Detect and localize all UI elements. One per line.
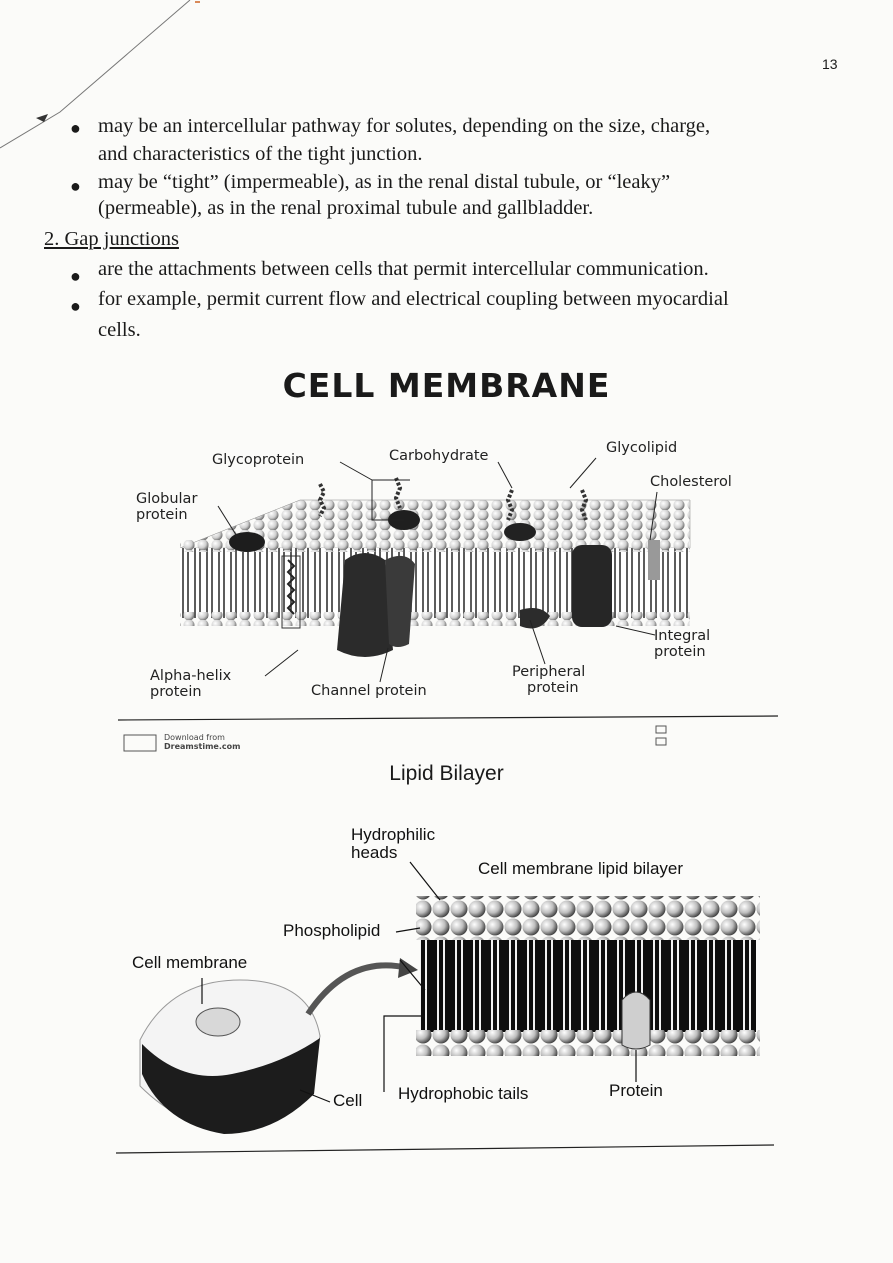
label-cell: Cell [333, 1091, 363, 1110]
watermark-line1: Download from [164, 733, 225, 742]
label-hydrophobic-tails: Hydrophobic tails [398, 1084, 529, 1103]
page-corner-mark [0, 0, 200, 149]
label-globular-line2: protein [136, 507, 188, 523]
figure-title-cell-membrane: CELL MEMBRANE [282, 366, 611, 405]
label-peripheral-line2: protein [527, 680, 579, 696]
figure-title-lipid-bilayer: Lipid Bilayer [389, 762, 504, 785]
label-cholesterol: Cholesterol [650, 474, 732, 490]
label-hydrophilic-line2: heads [351, 843, 398, 862]
bullet-text-continued: and characteristics of the tight junctio… [98, 143, 423, 165]
bullet-dot: ● [70, 118, 81, 138]
bullet-text-continued: cells. [98, 319, 141, 341]
label-phospholipid: Phospholipid [283, 921, 381, 940]
label-glycoprotein: Glycoprotein [212, 452, 305, 468]
label-cell-membrane-lipid-bilayer: Cell membrane lipid bilayer [478, 859, 684, 878]
label-protein: Protein [609, 1081, 663, 1100]
bullet-dot: ● [70, 266, 81, 286]
cell-membrane-illustration [117, 457, 779, 752]
label-hydrophilic-line1: Hydrophilic [351, 825, 436, 844]
label-cell-membrane: Cell membrane [132, 953, 248, 972]
label-peripheral-line1: Peripheral [512, 664, 586, 680]
bullet-text-continued: (permeable), as in the renal proximal tu… [98, 197, 594, 219]
page-number: 13 [822, 56, 838, 72]
label-alpha-helix-line2: protein [150, 684, 202, 700]
label-carbohydrate: Carbohydrate [389, 448, 489, 464]
label-integral-line1: Integral [654, 628, 711, 644]
bullet-dot: ● [70, 296, 81, 316]
label-glycolipid: Glycolipid [606, 440, 678, 456]
watermark-line2: Dreamstime.com [164, 742, 241, 751]
bullet-text: are the attachments between cells that p… [98, 258, 709, 280]
label-channel-protein: Channel protein [311, 683, 427, 699]
section-heading: 2. Gap junctions [44, 228, 179, 250]
bullet-dot: ● [70, 176, 81, 196]
bullet-text: may be an intercellular pathway for solu… [98, 115, 711, 137]
bullet-text: for example, permit current flow and ele… [98, 288, 729, 310]
bullet-text: may be “tight” (impermeable), as in the … [98, 171, 671, 193]
label-alpha-helix-line1: Alpha-helix [150, 668, 232, 684]
label-globular-line1: Globular [136, 491, 198, 507]
label-integral-line2: protein [654, 644, 706, 660]
